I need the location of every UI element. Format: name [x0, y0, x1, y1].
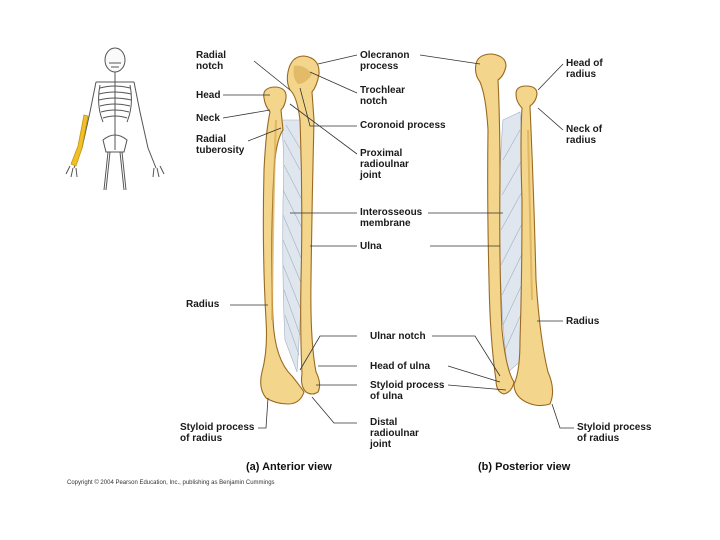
caption-anterior-view: (a) Anterior view	[246, 461, 332, 473]
label-radius-anterior: Radius	[186, 299, 220, 310]
label-styloid-process-of-radius-posterior: Styloid process of radius	[577, 422, 652, 444]
label-head: Head	[196, 90, 221, 101]
label-interosseous-membrane: Interosseous membrane	[360, 207, 423, 229]
label-radial-notch: Radial notch	[196, 50, 227, 72]
label-proximal-radioulnar-joint: Proximal radioulnar joint	[360, 148, 409, 181]
label-trochlear-notch: Trochlear notch	[360, 85, 406, 107]
leader-lines	[222, 54, 574, 429]
label-coronoid-process: Coronoid process	[360, 120, 446, 131]
caption-posterior-view: (b) Posterior view	[478, 461, 571, 473]
copyright-notice: Copyright © 2004 Pearson Education, Inc.…	[67, 480, 275, 486]
radius-anterior	[260, 86, 305, 405]
label-ulna: Ulna	[360, 241, 382, 252]
label-styloid-process-of-radius-anterior: Styloid process of radius	[180, 422, 255, 444]
label-olecranon-process: Olecranon process	[360, 50, 410, 72]
ulna-posterior	[474, 53, 515, 395]
label-radius-posterior: Radius	[566, 316, 600, 327]
label-head-of-ulna: Head of ulna	[370, 361, 431, 372]
membrane-fibers-anterior	[282, 124, 304, 356]
label-head-of-radius: Head of radius	[566, 58, 603, 80]
label-distal-radioulnar-joint: Distal radioulnar joint	[370, 417, 419, 450]
forearm-highlight	[70, 114, 89, 167]
anterior-view	[260, 55, 321, 405]
skeleton-thumbnail	[65, 47, 165, 191]
label-neck-of-radius: Neck of radius	[566, 124, 603, 146]
label-ulnar-notch: Ulnar notch	[370, 331, 426, 342]
posterior-view	[474, 53, 554, 407]
label-radial-tuberosity: Radial tuberosity	[196, 134, 245, 156]
ulna-anterior	[286, 55, 321, 395]
radius-posterior	[513, 85, 554, 407]
membrane-fibers-posterior	[500, 129, 525, 351]
label-neck: Neck	[196, 113, 220, 124]
label-styloid-process-of-ulna: Styloid process of ulna	[370, 380, 445, 402]
